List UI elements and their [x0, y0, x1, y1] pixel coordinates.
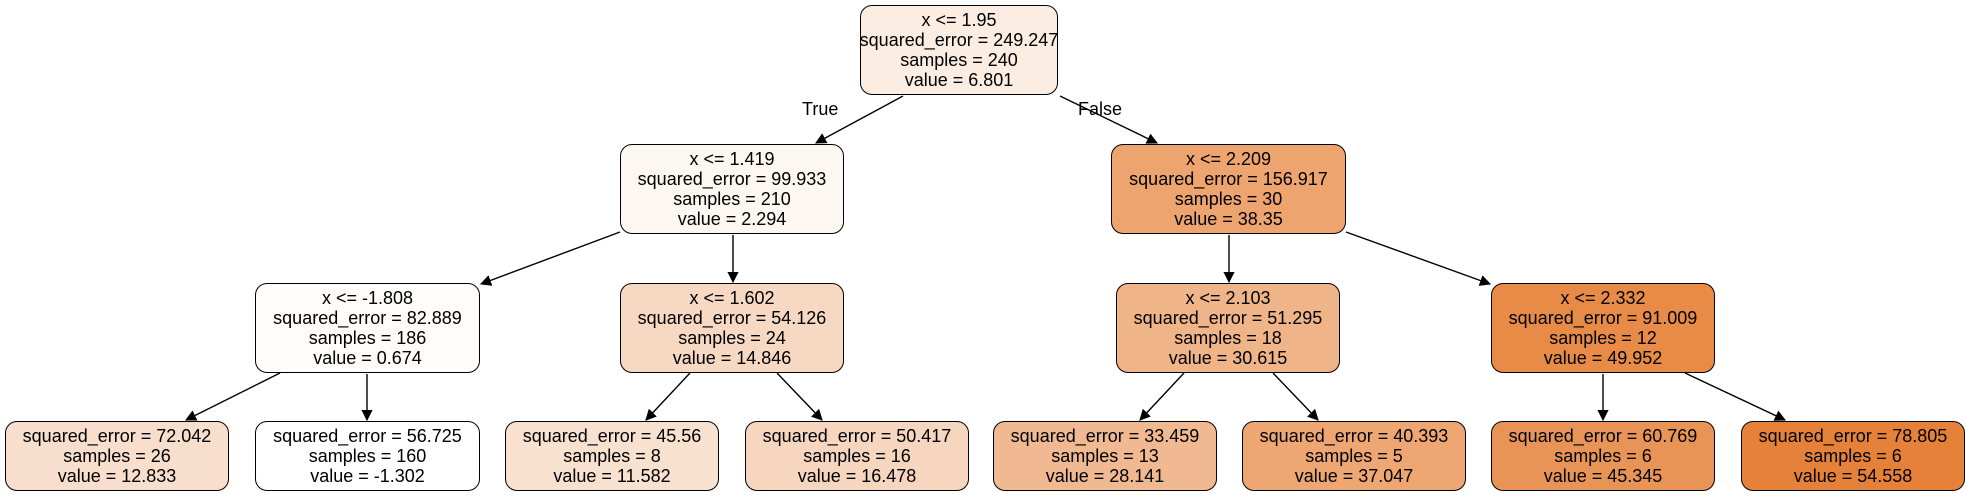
sample-count: samples = 210	[673, 189, 791, 209]
sample-count: samples = 12	[1549, 328, 1657, 348]
edge-n5-n6	[645, 372, 691, 421]
sample-count: samples = 186	[308, 328, 427, 348]
tree-node-right: x <= 2.209 squared_error = 156.917 sampl…	[1111, 144, 1346, 234]
edge-n0-n8	[1059, 95, 1159, 144]
tree-leaf: squared_error = 40.393 samples = 5 value…	[1242, 421, 1466, 491]
edge-n2-n3	[184, 372, 281, 421]
tree-edges	[184, 95, 1787, 422]
squared-error: squared_error = 72.042	[22, 426, 212, 446]
edge-n8-n12	[1345, 231, 1492, 286]
squared-error: squared_error = 156.917	[1129, 169, 1328, 189]
squared-error: squared_error = 91.009	[1508, 308, 1698, 328]
split-condition: x <= 2.103	[1185, 288, 1271, 308]
sample-count: samples = 240	[900, 50, 1018, 70]
node-value: value = 12.833	[57, 466, 177, 486]
tree-leaf: squared_error = 60.769 samples = 6 value…	[1491, 421, 1715, 491]
tree-node-right-right: x <= 2.332 squared_error = 91.009 sample…	[1491, 283, 1715, 373]
squared-error: squared_error = 51.295	[1133, 308, 1323, 328]
edge-n12-n14	[1684, 372, 1787, 421]
node-value: value = 11.582	[553, 466, 671, 486]
node-value: value = 45.345	[1543, 466, 1663, 486]
node-value: value = 54.558	[1793, 466, 1913, 486]
tree-leaf: squared_error = 78.805 samples = 6 value…	[1741, 421, 1965, 491]
squared-error: squared_error = 56.725	[273, 426, 462, 446]
split-condition: x <= 1.95	[921, 10, 997, 30]
edge-n9-n10	[1139, 372, 1185, 421]
tree-leaf: squared_error = 45.56 samples = 8 value …	[505, 421, 719, 491]
sample-count: samples = 16	[803, 446, 911, 466]
squared-error: squared_error = 54.126	[637, 308, 827, 328]
node-value: value = 16.478	[797, 466, 917, 486]
split-condition: x <= 1.602	[689, 288, 775, 308]
sample-count: samples = 160	[308, 446, 427, 466]
sample-count: samples = 26	[63, 446, 171, 466]
node-value: value = 14.846	[672, 348, 792, 368]
split-condition: x <= 1.419	[689, 149, 775, 169]
tree-leaf: squared_error = 56.725 samples = 160 val…	[255, 421, 480, 491]
squared-error: squared_error = 60.769	[1508, 426, 1698, 446]
squared-error: squared_error = 99.933	[637, 169, 827, 189]
edge-n0-n1	[815, 95, 904, 144]
split-condition: x <= -1.808	[321, 288, 414, 308]
node-value: value = 0.674	[313, 348, 422, 368]
edge-n9-n11	[1272, 372, 1319, 421]
node-value: value = 37.047	[1294, 466, 1414, 486]
node-value: value = 6.801	[904, 70, 1014, 90]
sample-count: samples = 8	[563, 446, 661, 466]
sample-count: samples = 13	[1051, 446, 1159, 466]
tree-node-left-left: x <= -1.808 squared_error = 82.889 sampl…	[255, 283, 480, 373]
edge-n5-n7	[776, 372, 823, 421]
node-value: value = 28.141	[1045, 466, 1165, 486]
tree-node-left: x <= 1.419 squared_error = 99.933 sample…	[620, 144, 844, 234]
node-value: value = 2.294	[677, 209, 787, 229]
split-condition: x <= 2.209	[1185, 149, 1272, 169]
squared-error: squared_error = 33.459	[1010, 426, 1200, 446]
squared-error: squared_error = 249.247	[859, 30, 1059, 50]
edge-label-false: False	[1078, 99, 1123, 119]
squared-error: squared_error = 40.393	[1259, 426, 1449, 446]
sample-count: samples = 30	[1174, 189, 1283, 209]
sample-count: samples = 6	[1804, 446, 1902, 466]
split-condition: x <= 2.332	[1560, 288, 1646, 308]
squared-error: squared_error = 45.56	[522, 426, 702, 446]
tree-leaf: squared_error = 72.042 samples = 26 valu…	[5, 421, 229, 491]
sample-count: samples = 18	[1174, 328, 1282, 348]
squared-error: squared_error = 82.889	[273, 308, 462, 328]
tree-node-left-right: x <= 1.602 squared_error = 54.126 sample…	[620, 283, 844, 373]
squared-error: squared_error = 50.417	[762, 426, 952, 446]
squared-error: squared_error = 78.805	[1758, 426, 1948, 446]
edge-label-true: True	[802, 99, 839, 119]
edge-n1-n2	[479, 231, 621, 286]
tree-leaf: squared_error = 50.417 samples = 16 valu…	[745, 421, 969, 491]
sample-count: samples = 6	[1554, 446, 1652, 466]
tree-leaf: squared_error = 33.459 samples = 13 valu…	[993, 421, 1217, 491]
sample-count: samples = 24	[678, 328, 786, 348]
sample-count: samples = 5	[1305, 446, 1403, 466]
node-value: value = 30.615	[1168, 348, 1288, 368]
node-value: value = 49.952	[1543, 348, 1663, 368]
node-value: value = 38.35	[1174, 209, 1283, 229]
node-value: value = -1.302	[310, 466, 425, 486]
tree-node-root: x <= 1.95 squared_error = 249.247 sample…	[860, 5, 1058, 95]
tree-node-right-left: x <= 2.103 squared_error = 51.295 sample…	[1116, 283, 1340, 373]
